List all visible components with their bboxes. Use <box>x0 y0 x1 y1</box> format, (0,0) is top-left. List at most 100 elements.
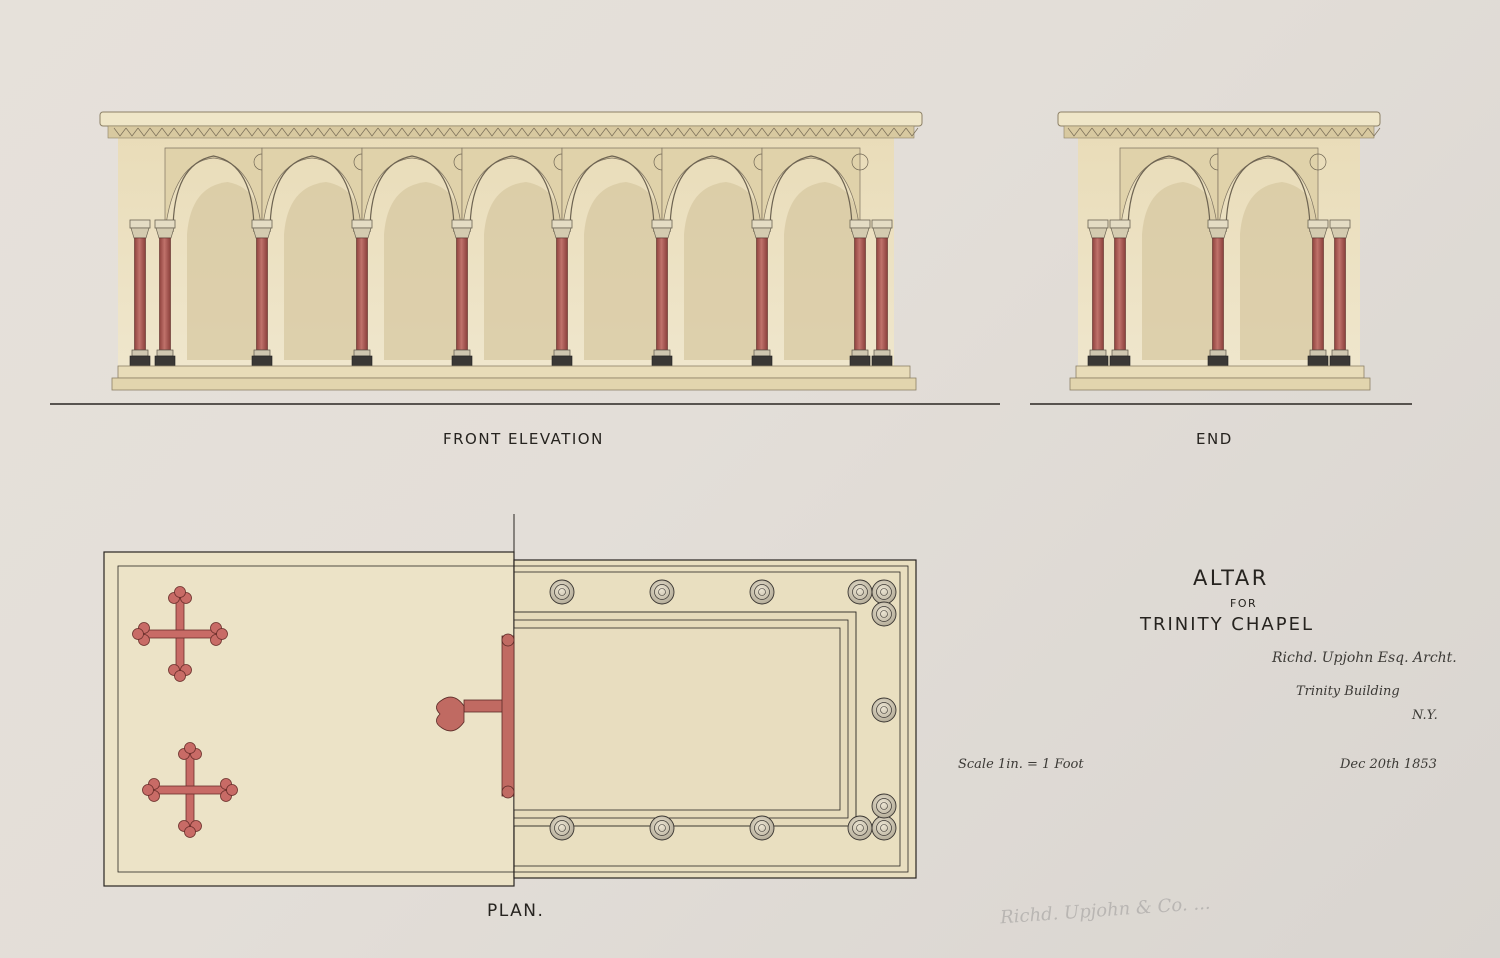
cross-trefoil-lobe <box>142 784 154 796</box>
cornice-leaf <box>245 127 259 137</box>
end-elevation <box>1030 111 1412 405</box>
column-base <box>873 349 891 357</box>
cornice-leaf <box>1331 127 1345 137</box>
cornice-leaf <box>821 127 835 137</box>
column-base <box>653 349 671 357</box>
column-capital <box>1308 227 1328 239</box>
cornice-leaf <box>653 127 667 137</box>
column-plinth <box>551 355 573 367</box>
cornice-leaf <box>1307 127 1321 137</box>
cornice-leaf <box>701 127 715 137</box>
cornice-leaf <box>473 127 487 137</box>
column-plinth <box>154 355 176 367</box>
cross-trefoil-lobe <box>132 628 144 640</box>
cornice-leaf <box>449 127 463 137</box>
column-shaft <box>256 237 268 351</box>
plan-column-bosses <box>549 579 897 841</box>
end-top-slab <box>1057 111 1381 127</box>
column-boss-ring <box>754 820 770 836</box>
column-plinth <box>451 355 473 367</box>
column-boss-core <box>558 588 566 596</box>
cornice-leaf <box>269 127 283 137</box>
column-boss-ring <box>852 584 868 600</box>
architect-signature: Richd. Upjohn Esq. Archt. <box>1272 650 1457 666</box>
column-boss-core <box>856 588 864 596</box>
arch-shadow <box>187 182 262 360</box>
column-boss-core <box>658 588 666 596</box>
column-capital <box>552 227 572 239</box>
column-abacus <box>351 219 373 229</box>
column-abacus <box>129 219 151 229</box>
cornice-leaf <box>389 127 403 137</box>
cross-horizontal-bar <box>153 785 227 795</box>
column-boss-ring <box>554 820 570 836</box>
end-view-label: END <box>1196 430 1233 448</box>
column-shaft <box>1334 237 1346 351</box>
cornice-leaf <box>557 127 571 137</box>
arch-spandrel <box>361 147 463 233</box>
cornice-leaf <box>185 127 199 137</box>
cornice-leaf <box>833 127 847 137</box>
column-boss <box>749 815 775 841</box>
cornice-leaf <box>1259 127 1273 137</box>
cornice-leaf <box>1067 127 1081 137</box>
plan-view <box>103 514 917 887</box>
column-plinth <box>1109 355 1131 367</box>
arch-spandrel <box>561 147 663 233</box>
arch-outline <box>172 155 255 233</box>
cornice-leaf <box>329 127 343 137</box>
column-shaft <box>1092 237 1104 351</box>
column-base <box>1111 349 1129 357</box>
column-boss <box>871 815 897 841</box>
column-base <box>353 349 371 357</box>
column-capital <box>850 227 870 239</box>
arch-shadow <box>784 182 860 360</box>
column-abacus <box>251 219 273 229</box>
cross-trefoil-lobe <box>184 742 196 754</box>
date-note: Dec 20th 1853 <box>1340 757 1437 772</box>
column-boss-ring <box>754 584 770 600</box>
column-plinth <box>751 355 773 367</box>
column-capital <box>1330 227 1350 239</box>
cornice-leaf <box>1139 127 1153 137</box>
column-boss-ring <box>654 820 670 836</box>
arch-spandrel <box>164 147 263 233</box>
column-boss <box>847 579 873 605</box>
column-capital <box>872 227 892 239</box>
cornice-leaf <box>605 127 619 137</box>
column-boss-core <box>880 610 888 618</box>
cornice-leaf <box>869 127 883 137</box>
cornice-leaf <box>1295 127 1309 137</box>
column-abacus <box>1329 219 1351 229</box>
cornice-leaf <box>413 127 427 137</box>
cornice-leaf <box>533 127 547 137</box>
column-shaft <box>159 237 171 351</box>
column-plinth <box>351 355 373 367</box>
cornice-leaf <box>713 127 727 137</box>
cornice-leaf <box>665 127 679 137</box>
column-base <box>131 349 149 357</box>
cornice-leaf <box>1187 127 1201 137</box>
cornice-leaf <box>125 127 139 137</box>
column-capital <box>130 227 150 239</box>
arch-shadow <box>1240 182 1318 360</box>
column-boss <box>749 579 775 605</box>
cornice-leaf <box>1283 127 1297 137</box>
column-abacus <box>1109 219 1131 229</box>
end-arches <box>1119 147 1327 233</box>
cornice-leaf <box>629 127 643 137</box>
cornice-leaf <box>341 127 355 137</box>
cornice-leaf <box>161 127 175 137</box>
arch-outline <box>269 155 355 233</box>
column-boss-core <box>880 802 888 810</box>
cornice-leaf <box>689 127 703 137</box>
column-abacus <box>751 219 773 229</box>
column-plinth <box>1307 355 1329 367</box>
column-capital <box>1088 227 1108 239</box>
column-base <box>753 349 771 357</box>
front-elevation-label: FRONT ELEVATION <box>443 430 604 448</box>
column-boss-ring <box>852 820 868 836</box>
column-boss-core <box>856 824 864 832</box>
column-capital <box>252 227 272 239</box>
